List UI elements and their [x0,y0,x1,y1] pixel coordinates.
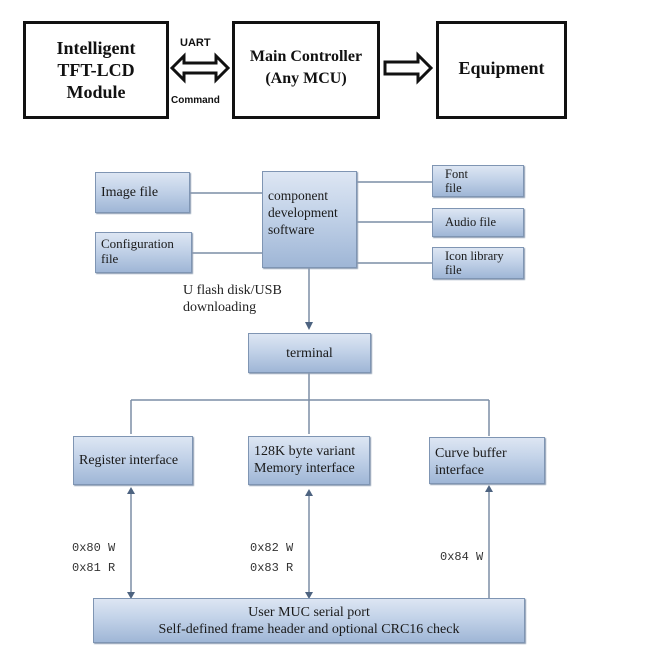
register-codes: 0x80 W 0x81 R [72,538,115,578]
software-line-1: component [268,188,328,203]
arrow-up-memory [305,489,313,496]
main-controller-line-1: Main Controller [249,48,363,65]
usb-line-2: downloading [183,300,257,315]
terminal-label: terminal [286,345,333,361]
audio-file-box: Audio file [432,208,524,237]
icon-library-box: Icon library file [432,247,524,279]
memory-line-2: Memory interface [254,461,355,476]
curve-buffer-box: Curve buffer interface [429,437,545,484]
lcd-module-box: Intelligent TFT-LCD Module [23,21,169,119]
curve-codes: 0x84 W [440,547,483,567]
serial-line-1: User MUC serial port [248,605,370,620]
memory-code-write: 0x82 W [250,541,294,555]
lcd-line-2: TFT-LCD [57,60,135,80]
serial-port-box: User MUC serial port Self-defined frame … [93,598,525,643]
arrow-up-register [127,487,135,494]
font-line-2: file [445,181,462,195]
lcd-line-3: Module [66,82,126,102]
register-code-read: 0x81 R [72,561,116,575]
curve-code-write: 0x84 W [440,550,484,564]
font-file-box: Font file [432,165,524,197]
memory-interface-box: 128K byte variant Memory interface [248,436,370,485]
equipment-box: Equipment [436,21,567,119]
font-line-1: Font [445,167,468,181]
usb-line-1: U flash disk/USB [183,283,282,298]
curve-line-1: Curve buffer [435,446,507,461]
software-box: component development software [262,171,357,268]
register-interface-box: Register interface [73,436,193,485]
curve-line-2: interface [435,463,484,478]
register-interface-label: Register interface [79,453,179,468]
main-controller-box: Main Controller (Any MCU) [232,21,380,119]
serial-line-2: Self-defined frame header and optional C… [158,622,460,637]
main-controller-line-2: (Any MCU) [265,70,347,87]
arrow-down-register [127,592,135,599]
output-arrow [383,51,434,85]
software-line-3: software [268,222,315,237]
uart-double-arrow [169,52,231,84]
lcd-line-1: Intelligent [56,38,136,58]
memory-codes: 0x82 W 0x83 R [250,538,293,578]
image-file-box: Image file [95,172,190,213]
arrow-down-terminal [305,322,313,330]
command-label: Command [171,95,220,106]
uart-label: UART [180,37,211,49]
icon-line-1: Icon library [445,249,504,263]
equipment-label: Equipment [458,58,545,78]
memory-code-read: 0x83 R [250,561,294,575]
arrow-down-memory [305,592,313,599]
image-file-label: Image file [101,185,159,200]
terminal-box: terminal [248,333,371,373]
configuration-file-box: Configuration file [95,232,192,273]
memory-line-1: 128K byte variant [254,444,356,459]
usb-downloading-label: U flash disk/USB downloading [183,282,282,316]
register-code-write: 0x80 W [72,541,116,555]
arrow-up-curve [485,485,493,492]
software-line-2: development [268,205,338,220]
config-line-2: file [101,251,119,266]
icon-line-2: file [445,263,462,277]
config-line-1: Configuration [101,236,174,251]
audio-file-label: Audio file [445,215,497,229]
